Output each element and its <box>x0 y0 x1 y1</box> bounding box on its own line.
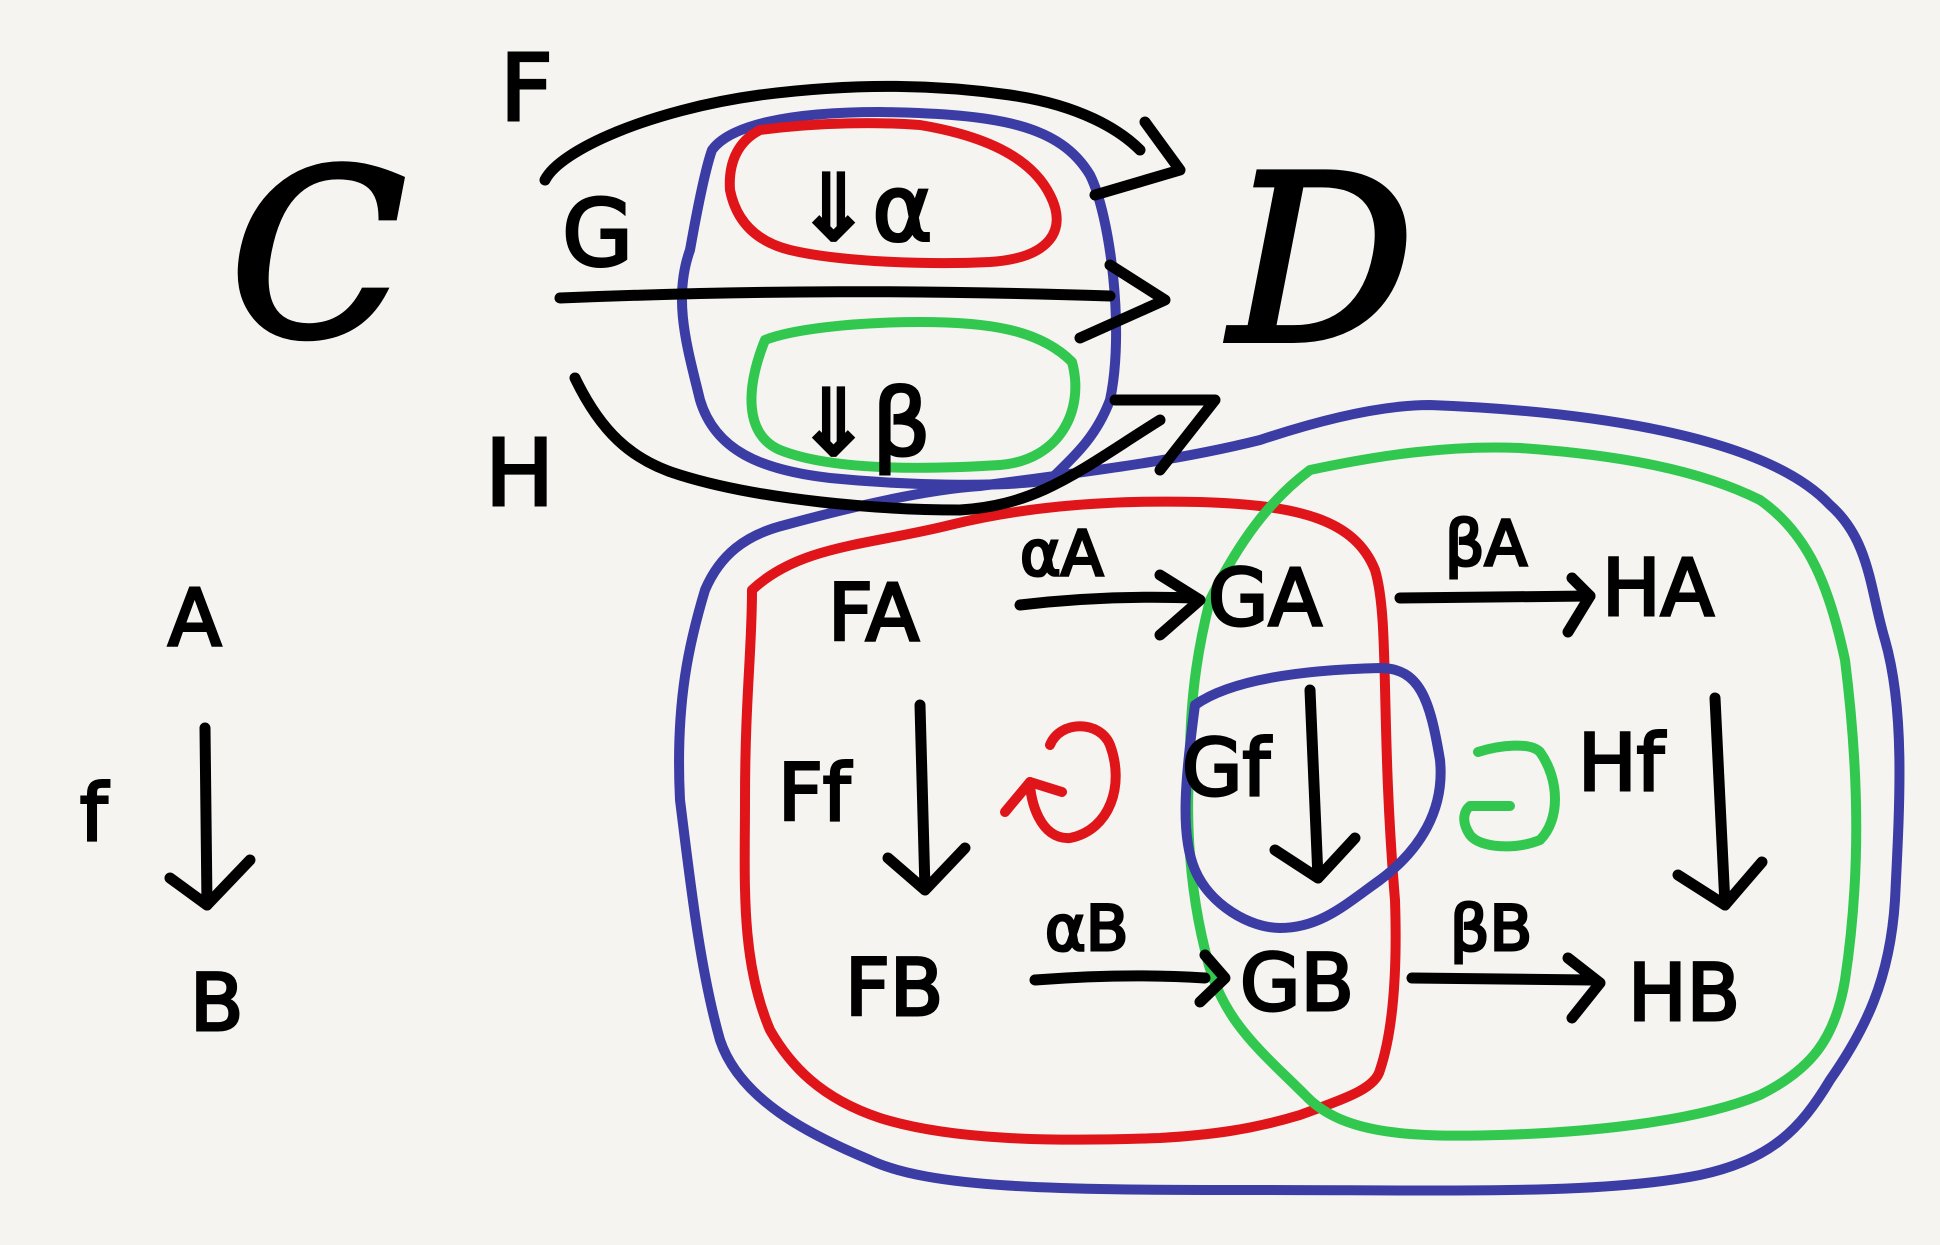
commute-circle-red-head <box>1000 777 1067 817</box>
label-alpha-b: αB <box>1045 892 1128 965</box>
arrow-f-label: f <box>80 769 109 859</box>
category-c-label: C <box>230 123 406 390</box>
arrow-alpha-b-head <box>1194 949 1231 1008</box>
functor-g-arrowhead <box>1074 259 1171 344</box>
commute-circle-green <box>1459 740 1560 852</box>
label-gf: Gf <box>1182 724 1271 814</box>
object-fa: FA <box>828 569 919 659</box>
arrow-alpha-b <box>1029 970 1211 986</box>
alpha-label: ⇓α <box>795 155 933 262</box>
functor-h-arrowhead <box>1109 394 1221 476</box>
beta-label: ⇓β <box>795 370 931 477</box>
top-diagram-arrows <box>539 80 1221 516</box>
square-arrows <box>882 569 1768 1024</box>
arrow-beta-b <box>1406 972 1596 986</box>
functor-f-arrowhead <box>1089 116 1186 201</box>
object-fb: FB <box>845 944 943 1034</box>
object-a-label: A <box>168 574 221 664</box>
red-enclosure-left-square <box>739 496 1401 1145</box>
label-alpha-a: αA <box>1020 517 1103 590</box>
label-hf: Hf <box>1578 719 1666 809</box>
object-ha: HA <box>1602 544 1714 634</box>
arrow-beta-b-head <box>1562 952 1606 1024</box>
label-ff: Ff <box>778 749 852 839</box>
label-beta-a: βA <box>1445 507 1527 580</box>
arrow-f-head <box>164 854 256 911</box>
arrow-gf-head <box>1269 832 1361 884</box>
functor-g-arrow <box>554 286 1116 304</box>
object-b-label: B <box>190 959 244 1049</box>
object-hb: HB <box>1628 949 1740 1039</box>
arrow-alpha-a-head <box>1154 569 1206 641</box>
arrow-f-shaft <box>199 722 213 911</box>
arrow-ff <box>914 699 931 896</box>
label-beta-b: βB <box>1450 892 1532 965</box>
functor-h-arrow <box>569 372 1166 516</box>
object-gb: GB <box>1240 939 1354 1029</box>
functor-f-label: F <box>500 35 553 142</box>
arrow-hf <box>1709 692 1731 911</box>
red-enclosure-alpha <box>724 118 1062 269</box>
object-ga: GA <box>1208 554 1322 644</box>
arrow-ff-head <box>882 842 971 896</box>
arrow-gf <box>1304 684 1324 884</box>
functor-f-arrow <box>539 80 1146 186</box>
blue-enclosure-square <box>674 400 1905 1196</box>
blue-enclosure-gf <box>1180 663 1446 933</box>
arrow-beta-a-head <box>1562 572 1596 638</box>
arrow-hf-head <box>1672 856 1768 911</box>
functor-h-label: H <box>485 420 554 527</box>
commute-circle-red <box>1025 721 1121 843</box>
arrow-alpha-a <box>1014 591 1201 611</box>
green-enclosure-beta <box>746 317 1081 473</box>
functor-g-label: G <box>562 180 633 287</box>
category-d-label: D <box>1226 128 1414 395</box>
arrow-beta-a <box>1394 590 1596 604</box>
